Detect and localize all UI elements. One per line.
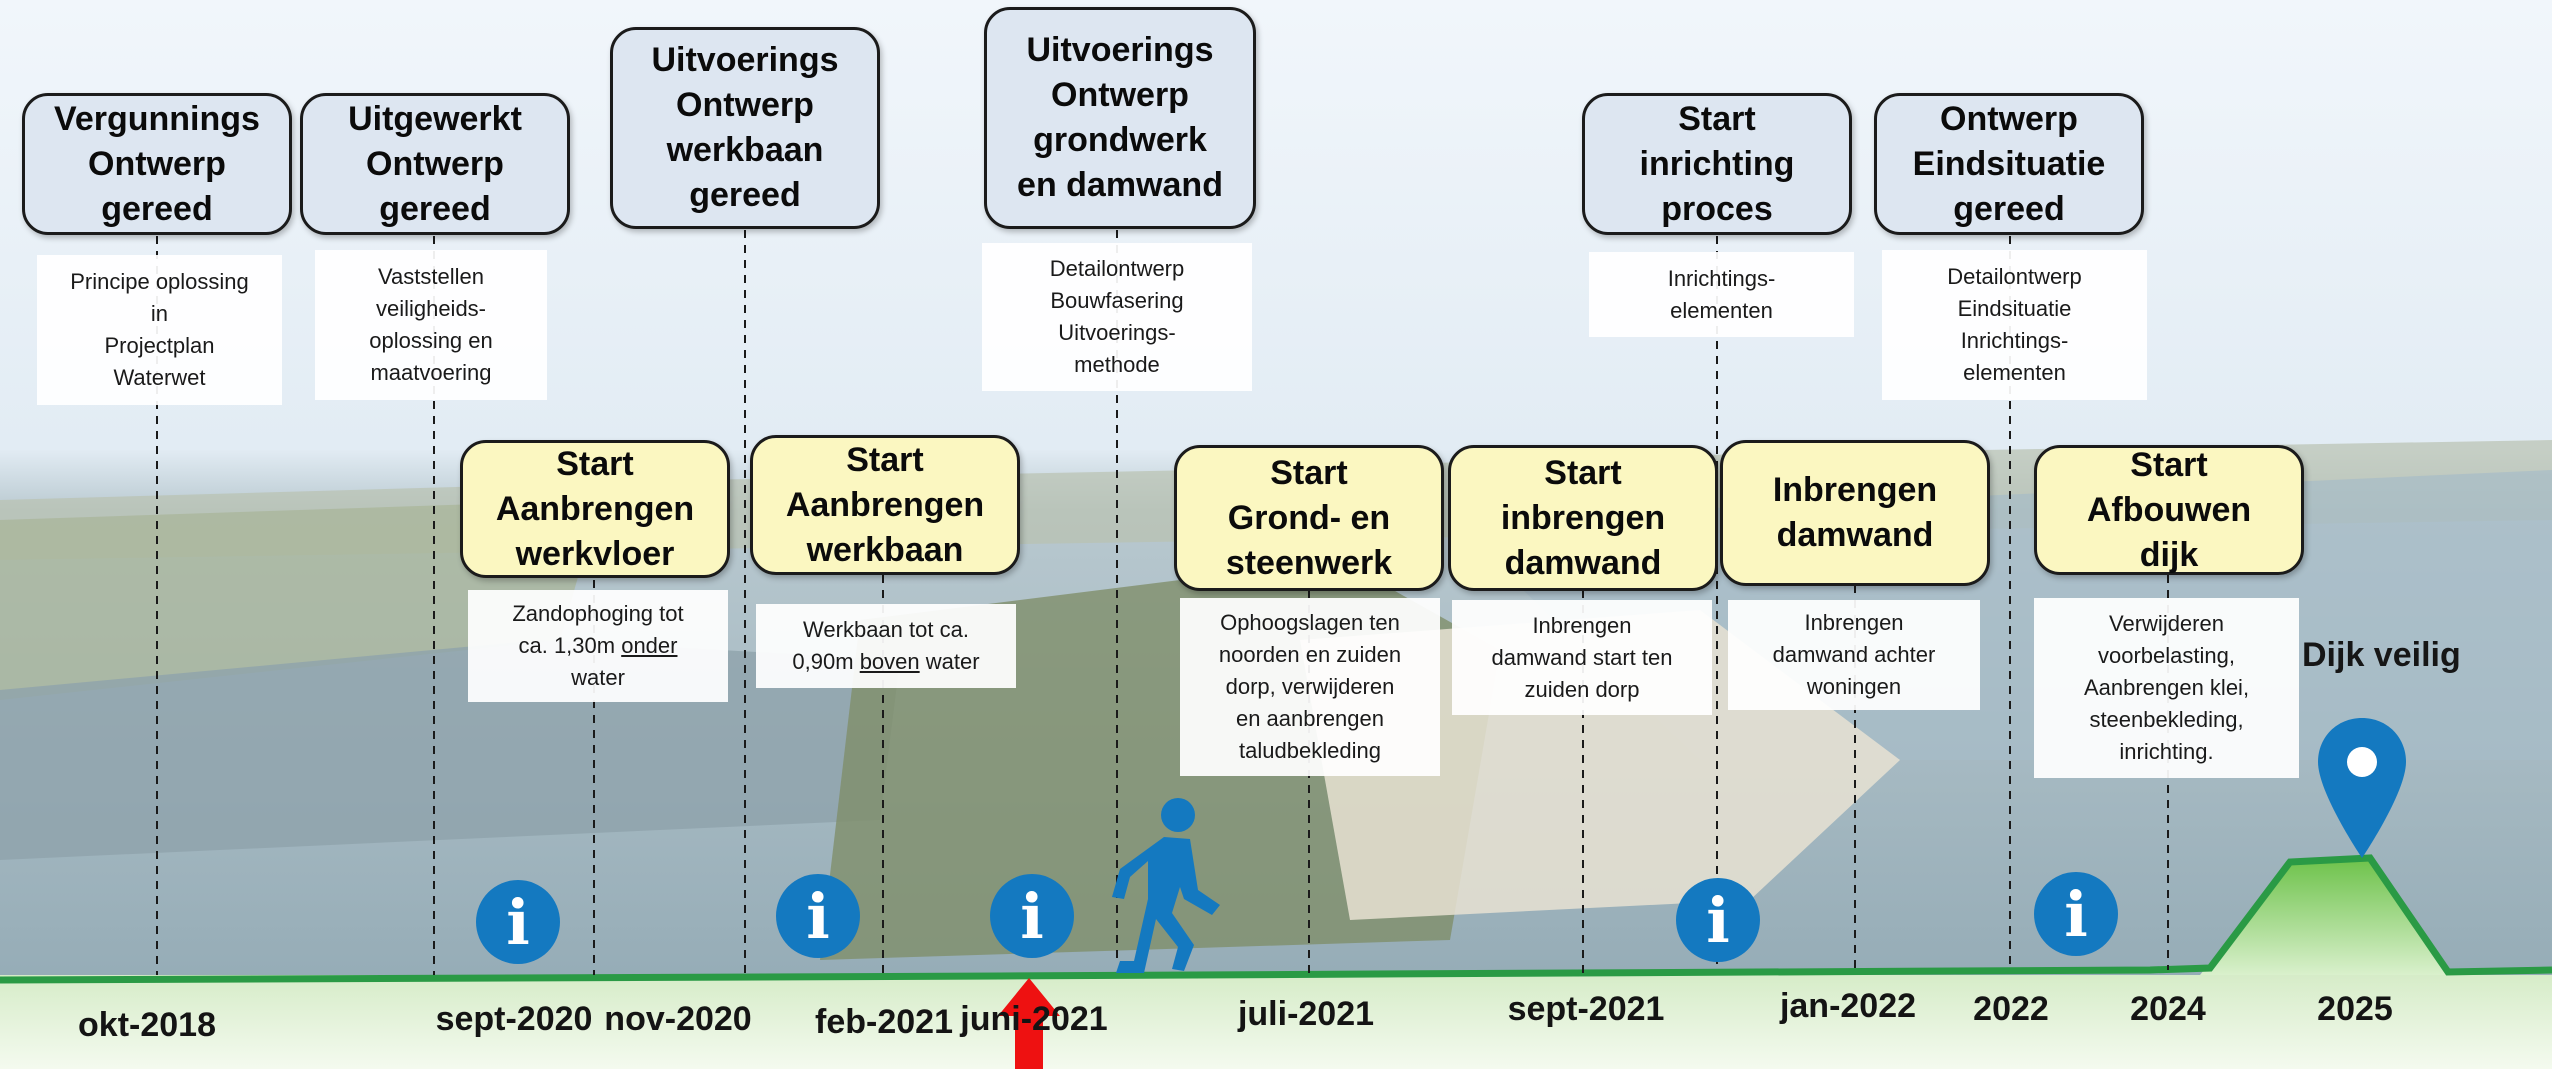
- description-zandophoging: Zandophoging tot ca. 1,30m onder water: [468, 590, 728, 702]
- description-verwijderen-voorbelasting: Verwijderen voorbelasting, Aanbrengen kl…: [2034, 598, 2299, 778]
- description-inbrengen-damwand-zuiden: Inbrengen damwand start ten zuiden dorp: [1452, 600, 1712, 715]
- milestone-start-afbouwen-dijk: Start Afbouwen dijk: [2034, 445, 2304, 575]
- description-werkbaan-emphasis: boven: [859, 649, 920, 674]
- goal-label: Dijk veilig: [2302, 636, 2461, 674]
- milestone-start-inbrengen-damwand: Start inbrengen damwand: [1448, 445, 1718, 591]
- location-pin-icon: [2318, 718, 2406, 858]
- date-label: 2022: [1973, 990, 2049, 1028]
- description-detailontwerp-eindsituatie: Detailontwerp Eindsituatie Inrichtings- …: [1882, 250, 2147, 400]
- milestone-ontwerp-eindsituatie: Ontwerp Eindsituatie gereed: [1874, 93, 2144, 235]
- milestone-inbrengen-damwand: Inbrengen damwand: [1720, 440, 1990, 586]
- date-label: okt-2018: [78, 1006, 216, 1044]
- info-icon[interactable]: i: [476, 880, 560, 964]
- description-detailontwerp-bouwfasering: Detailontwerp Bouwfasering Uitvoerings- …: [982, 243, 1252, 391]
- date-label: feb-2021: [815, 1003, 953, 1041]
- info-icon[interactable]: i: [990, 874, 1074, 958]
- milestone-uitgewerkt-ontwerp: Uitgewerkt Ontwerp gereed: [300, 93, 570, 235]
- description-vaststellen-veiligheid: Vaststellen veiligheids- oplossing en ma…: [315, 250, 547, 400]
- description-inbrengen-damwand-woningen: Inbrengen damwand achter woningen: [1728, 600, 1980, 710]
- date-label: jan-2022: [1779, 987, 1917, 1025]
- info-icon[interactable]: i: [1676, 878, 1760, 962]
- date-label: 2025: [2317, 990, 2393, 1028]
- description-werkbaan-text-end: water: [919, 649, 980, 674]
- milestone-start-inrichting-proces: Start inrichting proces: [1582, 93, 1852, 235]
- milestone-vergunnings-ontwerp: Vergunnings Ontwerp gereed: [22, 93, 292, 235]
- current-position-arrow-icon: [998, 978, 1060, 1069]
- date-label: juli-2021: [1237, 995, 1375, 1033]
- description-ophoogslagen: Ophoogslagen ten noorden en zuiden dorp,…: [1180, 598, 1440, 776]
- date-label: 2024: [2130, 990, 2206, 1028]
- milestone-uitvoerings-ontwerp-werkbaan: Uitvoerings Ontwerp werkbaan gereed: [610, 27, 880, 229]
- milestone-start-grond-en-steenwerk: Start Grond- en steenwerk: [1174, 445, 1444, 591]
- description-werkbaan: Werkbaan tot ca. 0,90m boven water: [756, 604, 1016, 688]
- info-icon[interactable]: i: [776, 874, 860, 958]
- description-inrichtings-elementen: Inrichtings- elementen: [1589, 252, 1854, 337]
- description-zandophoging-text: Zandophoging tot ca. 1,30m: [512, 601, 684, 658]
- milestone-start-aanbrengen-werkvloer: Start Aanbrengen werkvloer: [460, 440, 730, 578]
- info-icon[interactable]: i: [2034, 872, 2118, 956]
- milestone-uitvoerings-ontwerp-grondwerk: Uitvoerings Ontwerp grondwerk en damwand: [984, 7, 1256, 229]
- description-werkbaan-text: Werkbaan tot ca. 0,90m: [792, 617, 969, 674]
- milestone-start-aanbrengen-werkbaan: Start Aanbrengen werkbaan: [750, 435, 1020, 575]
- description-zandophoging-text-end: water: [571, 665, 625, 690]
- description-zandophoging-emphasis: onder: [621, 633, 678, 658]
- walking-person-icon: [1112, 798, 1220, 973]
- date-label: nov-2020: [604, 1000, 752, 1038]
- date-label: sept-2021: [1507, 990, 1665, 1028]
- date-label: sept-2020: [435, 1000, 593, 1038]
- description-principe-oplossing: Principe oplossing in Projectplan Waterw…: [37, 255, 282, 405]
- date-label: juni-2021: [960, 1000, 1108, 1038]
